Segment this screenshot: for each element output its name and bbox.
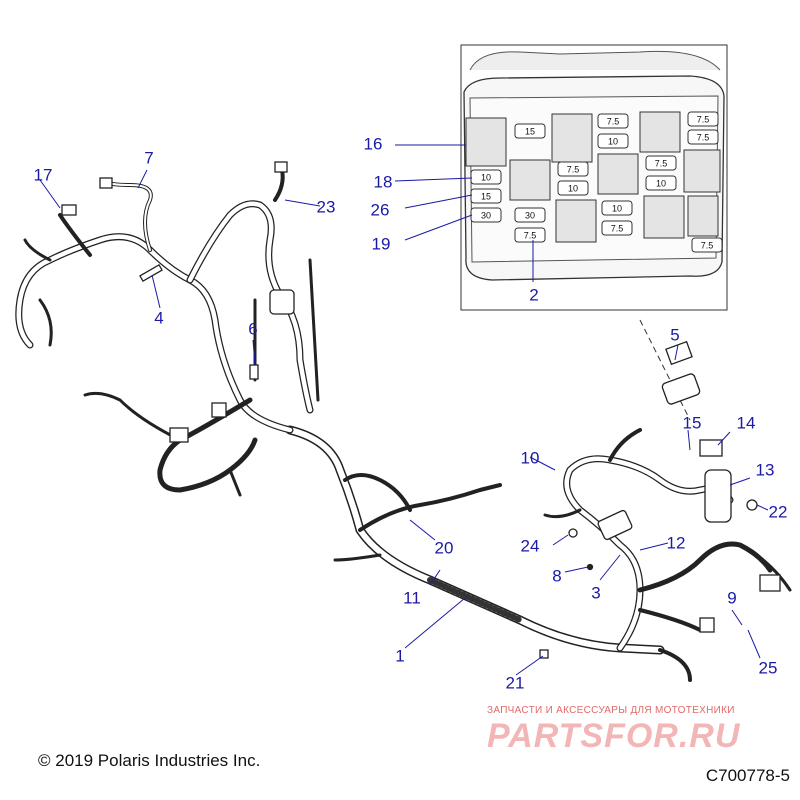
components <box>61 161 781 659</box>
fuse-3 <box>470 188 502 204</box>
callout-25: 25 <box>758 658 778 678</box>
fuse-14 <box>645 175 677 191</box>
callout-8: 8 <box>552 566 562 586</box>
watermark-logo: PARTSFOR.RU <box>487 717 741 755</box>
fuse-9 <box>557 161 589 177</box>
fuse-rating-7: 7.5 <box>607 117 620 127</box>
callout-14: 14 <box>736 413 756 433</box>
drawing-number: C700778-5 <box>705 766 790 785</box>
fuse-rating-6: 7.5 <box>524 231 537 241</box>
callout-4: 4 <box>154 308 164 328</box>
callout-22: 22 <box>768 502 788 522</box>
fuse-rating-16: 7.5 <box>697 133 710 143</box>
fuse-15 <box>687 111 719 127</box>
fuse-12 <box>601 220 633 236</box>
callout-16: 16 <box>363 134 383 154</box>
inset-leader-line <box>639 319 691 421</box>
callout-26: 26 <box>370 200 390 220</box>
fuse-rating-13: 7.5 <box>655 159 668 169</box>
callout-20: 20 <box>434 538 454 558</box>
fuse-17 <box>691 237 723 253</box>
fuse-13 <box>645 155 677 171</box>
fuse-rating-14: 10 <box>656 179 666 189</box>
fuse-box-inset: 15 10 15 30 30 7.5 7.5 10 7.5 10 10 7.5 7.5 10 7.5 7.5 7… <box>460 44 728 311</box>
callout-24: 24 <box>520 536 540 556</box>
callout-5: 5 <box>670 325 680 345</box>
fuse-rating-11: 10 <box>612 204 622 214</box>
fuse-16 <box>687 129 719 145</box>
fuse-rating-15: 7.5 <box>697 115 710 125</box>
copyright-text: © 2019 Polaris Industries Inc. <box>38 751 261 770</box>
fuse-rating-3: 15 <box>481 192 491 202</box>
fuse-6 <box>514 227 546 243</box>
fuse-11 <box>601 200 633 216</box>
callout-3: 3 <box>591 583 601 603</box>
callout-17: 17 <box>33 165 53 185</box>
callout-12: 12 <box>666 533 686 553</box>
watermark-tagline: ЗАПЧАСТИ И АКСЕССУАРЫ ДЛЯ МОТОТЕХНИКИ <box>487 705 735 716</box>
callout-13: 13 <box>755 460 775 480</box>
main-harness <box>15 168 792 682</box>
fuse-rating-1: 15 <box>525 127 535 137</box>
fuse-2 <box>470 169 502 185</box>
fuse-8 <box>597 133 629 149</box>
callout-2: 2 <box>529 285 539 305</box>
fuse-rating-2: 10 <box>481 173 491 183</box>
callout-1: 1 <box>395 646 405 666</box>
callout-11: 11 <box>403 588 421 608</box>
callout-19: 19 <box>371 234 391 254</box>
callout-21: 21 <box>505 673 525 693</box>
callout-18: 18 <box>373 172 393 192</box>
fuse-box-cover-5 <box>665 340 693 366</box>
fuse-rating-10: 10 <box>568 184 578 194</box>
leader-lines <box>39 144 769 676</box>
fuse-rating-5: 30 <box>525 211 535 221</box>
callout-9: 9 <box>727 588 737 608</box>
fuse-1 <box>514 123 546 139</box>
fuse-rating-4: 30 <box>481 211 491 221</box>
callout-23: 23 <box>316 197 336 217</box>
fuse-rating-12: 7.5 <box>611 224 624 234</box>
callout-15: 15 <box>682 413 702 433</box>
fuse-5 <box>514 207 546 223</box>
fuse-rating-17: 7.5 <box>701 241 714 251</box>
callout-7: 7 <box>144 148 154 168</box>
callout-6: 6 <box>248 319 258 339</box>
fuse-10 <box>557 180 589 196</box>
callout-10: 10 <box>520 448 540 468</box>
fuse-rating-9: 7.5 <box>567 165 580 175</box>
fuse-7 <box>597 113 629 129</box>
fuse-rating-8: 10 <box>608 137 618 147</box>
